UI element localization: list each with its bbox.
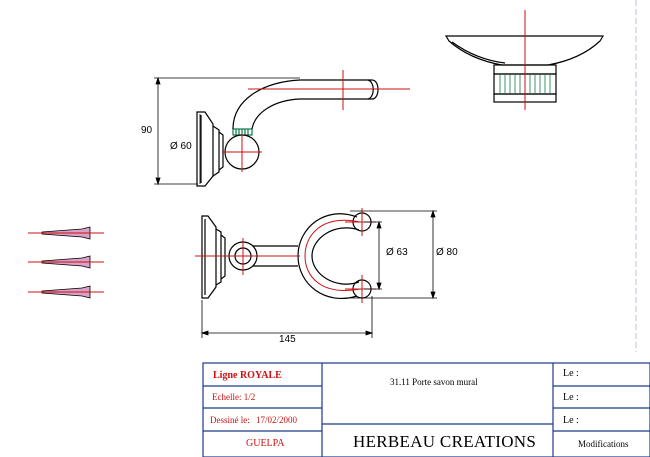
modifications-label: Modifications <box>578 439 629 449</box>
dimension-diameter-60: Ø 60 <box>170 141 192 152</box>
scale-label: Echelle: 1/2 <box>212 392 256 402</box>
product-name: 31.11 Porte savon mural <box>390 377 478 387</box>
dimension-width-145: 145 <box>279 334 296 345</box>
author-name: GUELPA <box>246 438 285 449</box>
dimension-diameter-63: Ø 63 <box>386 247 408 258</box>
screw-1 <box>28 226 104 240</box>
company-name: HERBEAU CREATIONS <box>353 432 537 451</box>
side-view <box>196 79 379 187</box>
side-view-centerlines <box>222 70 410 172</box>
revision-le-1: Le : <box>563 368 579 379</box>
screw-2 <box>28 255 104 269</box>
drawn-date-label: Dessiné le: <box>210 415 250 425</box>
drawn-date: 17/02/2000 <box>256 415 298 425</box>
side-view-dimensions <box>154 76 300 186</box>
revision-le-3: Le : <box>563 415 579 426</box>
top-view-dimensions <box>200 209 437 338</box>
screw-3 <box>28 285 104 299</box>
dimension-height-90: 90 <box>141 125 153 136</box>
line-name: Ligne ROYALE <box>213 370 282 381</box>
revision-le-2: Le : <box>563 392 579 403</box>
screws <box>28 226 104 299</box>
dimension-diameter-80: Ø 80 <box>436 247 458 258</box>
top-view-centerlines <box>195 208 376 303</box>
title-block-frame <box>202 362 650 457</box>
